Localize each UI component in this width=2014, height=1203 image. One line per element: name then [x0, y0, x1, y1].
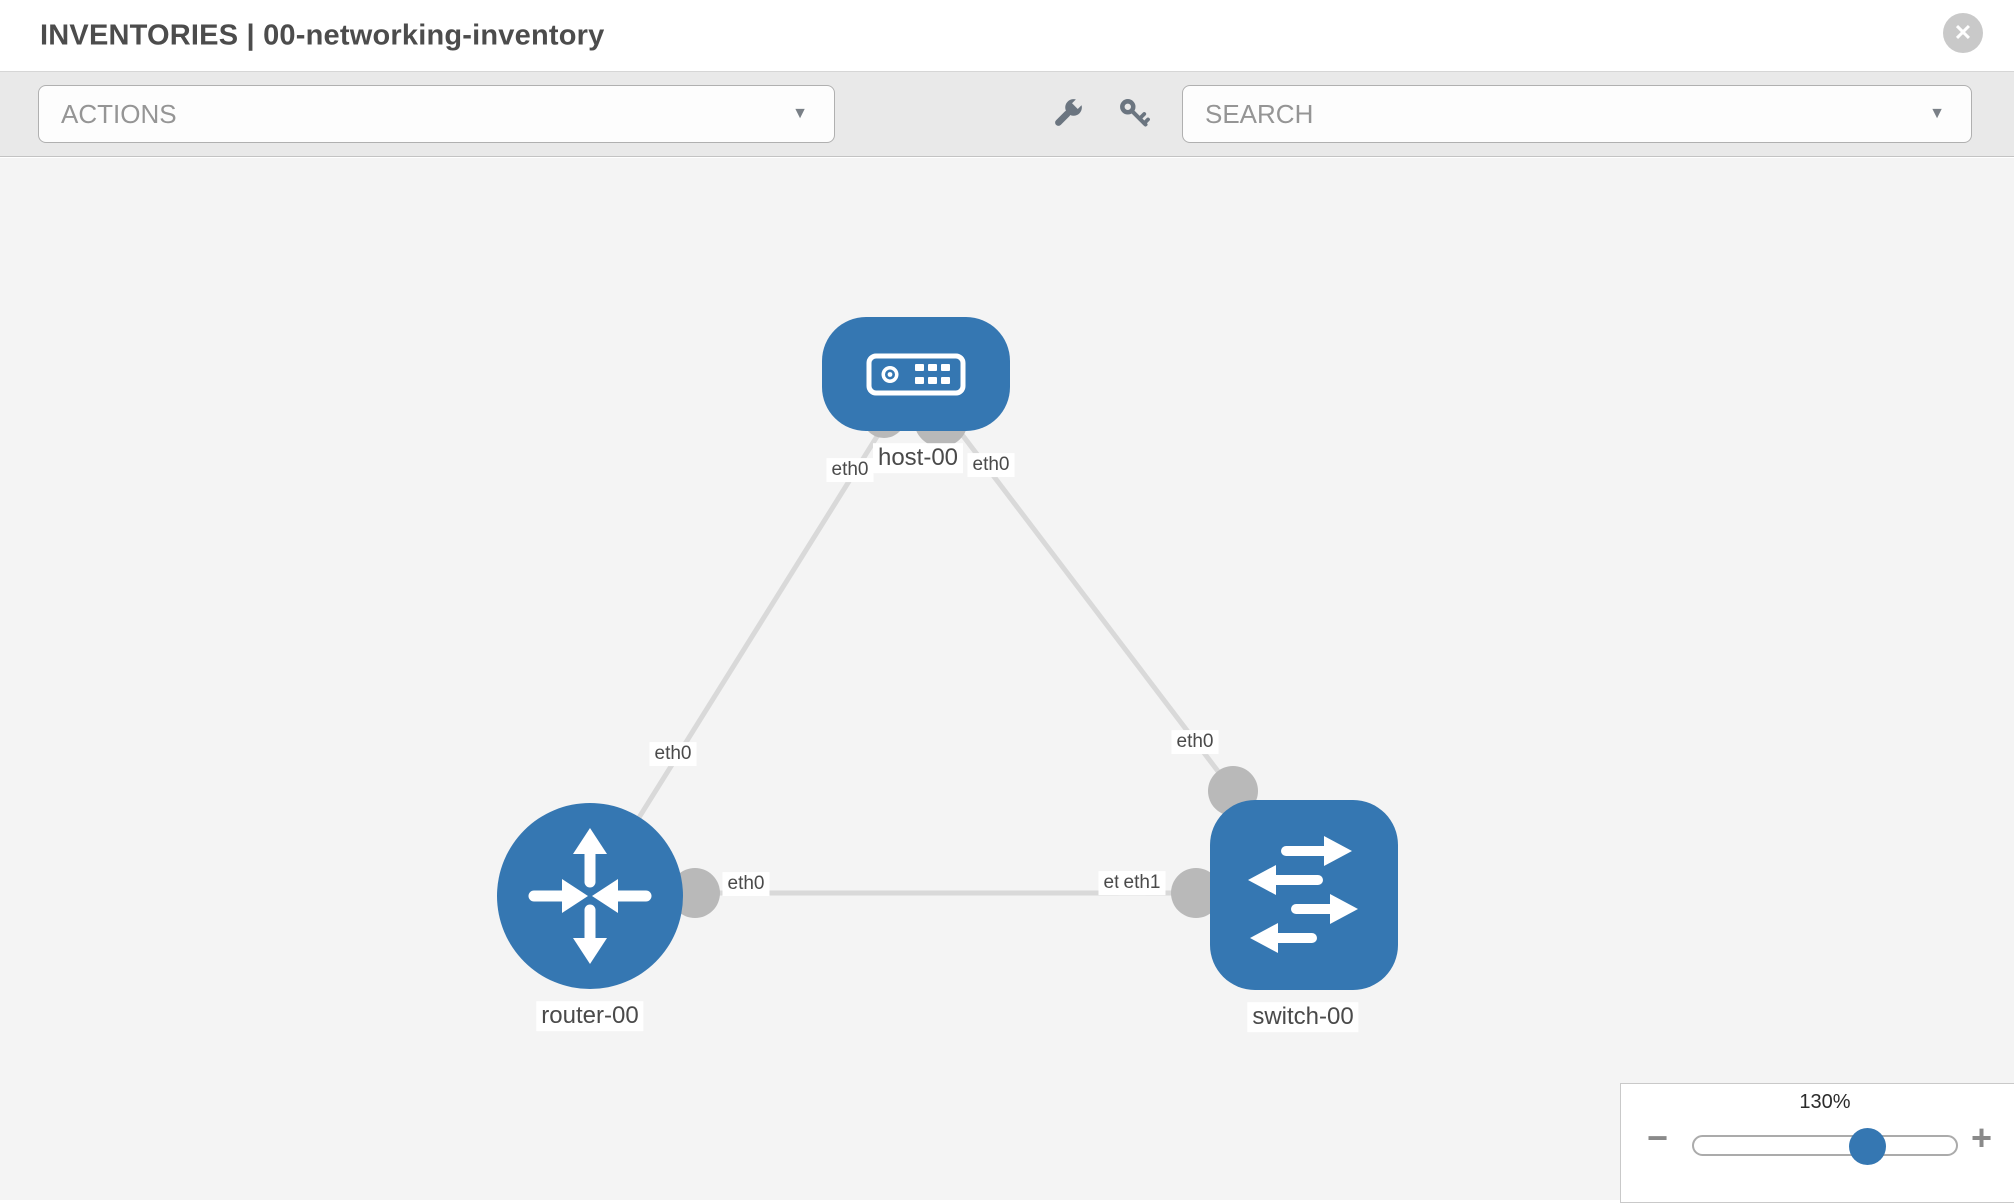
interface-label: eth0 [967, 453, 1015, 477]
plus-icon: + [1971, 1117, 1993, 1158]
node-label-host: host-00 [872, 443, 964, 473]
interface-label: eth0 [1171, 730, 1219, 754]
node-label-switch: switch-00 [1247, 1002, 1359, 1032]
zoom-control-panel: 130% − + [1620, 1083, 2014, 1203]
switch-icon [1248, 836, 1358, 953]
page-title: INVENTORIES | 00-networking-inventory [40, 19, 605, 51]
close-button[interactable]: ✕ [1943, 13, 1983, 53]
zoom-in-button[interactable]: + [1971, 1120, 1992, 1156]
key-icon[interactable] [1116, 95, 1154, 133]
actions-dropdown[interactable]: ACTIONS ▼ [38, 85, 835, 143]
zoom-level-value: 130% [1799, 1091, 1851, 1113]
zoom-slider-track[interactable] [1692, 1128, 1958, 1165]
interface-connector-switch-left[interactable] [1171, 868, 1221, 918]
node-label-router: router-00 [536, 1001, 644, 1031]
interface-label: eth1 [1118, 871, 1166, 895]
interface-label: eth0 [826, 458, 874, 482]
search-dropdown-label: SEARCH [1205, 98, 1314, 129]
minus-icon: − [1647, 1117, 1669, 1158]
interface-label: eth0 [722, 872, 770, 896]
close-icon: ✕ [1953, 20, 1973, 45]
zoom-out-button[interactable]: − [1647, 1120, 1668, 1156]
toolbar: ACTIONS ▼ SEARCH ▼ [0, 72, 2014, 157]
actions-dropdown-label: ACTIONS [61, 98, 177, 129]
node-switch-00[interactable] [1210, 800, 1398, 990]
node-router-00[interactable] [497, 803, 683, 989]
topology-canvas[interactable]: eth0 eth0 eth0 eth0 eth0 eth0 eth1 host-… [0, 158, 2014, 1200]
interface-label: eth0 [649, 742, 697, 766]
chevron-down-icon: ▼ [792, 105, 808, 122]
wrench-icon[interactable] [1048, 95, 1086, 133]
zoom-slider-thumb[interactable] [1849, 1128, 1886, 1165]
breadcrumb-header: INVENTORIES | 00-networking-inventory ✕ [0, 0, 2014, 72]
server-icon [866, 353, 966, 396]
link-host-switch[interactable] [914, 372, 1235, 793]
node-host-00[interactable] [822, 317, 1010, 431]
router-icon [528, 828, 652, 964]
search-dropdown[interactable]: SEARCH ▼ [1182, 85, 1972, 143]
chevron-down-icon: ▼ [1929, 105, 1945, 122]
